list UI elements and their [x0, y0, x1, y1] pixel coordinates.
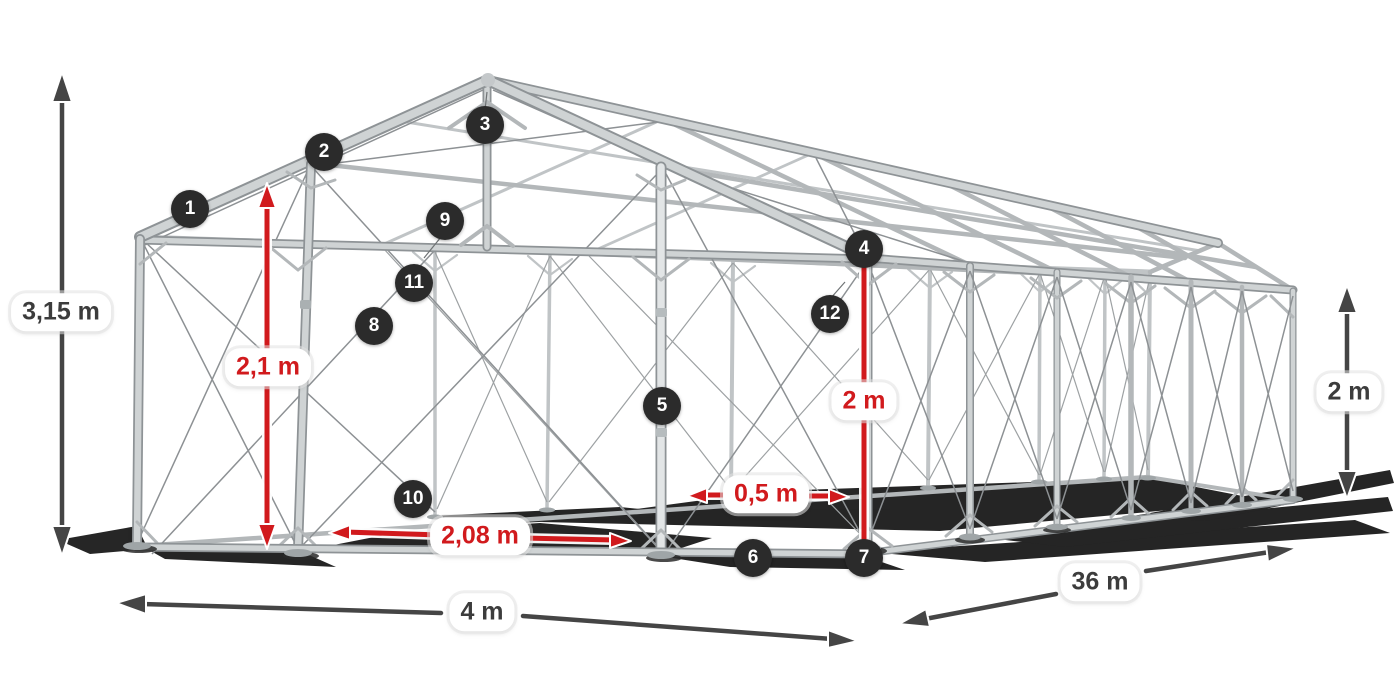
dimension-label-door-width: 2,08 m	[430, 517, 530, 555]
length-arrow	[898, 543, 1298, 628]
part-marker-9: 9	[426, 202, 464, 240]
door-width-arrow	[328, 524, 632, 549]
part-marker-8: 8	[355, 307, 393, 345]
width-arrow	[115, 593, 859, 649]
dimension-label-post-offset: 0,5 m	[723, 475, 809, 513]
dimension-label-width: 4 m	[449, 593, 515, 631]
dimension-label-length: 36 m	[1060, 563, 1140, 601]
dimension-label-side-height: 2 m	[1316, 373, 1382, 411]
part-marker-11: 11	[395, 264, 433, 302]
part-marker-12: 12	[811, 295, 849, 333]
part-marker-1: 1	[171, 190, 209, 228]
part-marker-5: 5	[643, 387, 681, 425]
part-marker-10: 10	[394, 480, 432, 518]
part-marker-3: 3	[466, 106, 504, 144]
dimension-label-mid-side-height: 2 m	[831, 382, 897, 420]
right-wall	[863, 253, 1303, 557]
part-marker-7: 7	[845, 539, 883, 577]
part-marker-2: 2	[305, 133, 343, 171]
dimension-label-clearance-height: 2,1 m	[225, 348, 311, 386]
part-marker-4: 4	[845, 230, 883, 268]
part-marker-6: 6	[734, 539, 772, 577]
dimension-label-total-height: 3,15 m	[11, 293, 111, 331]
